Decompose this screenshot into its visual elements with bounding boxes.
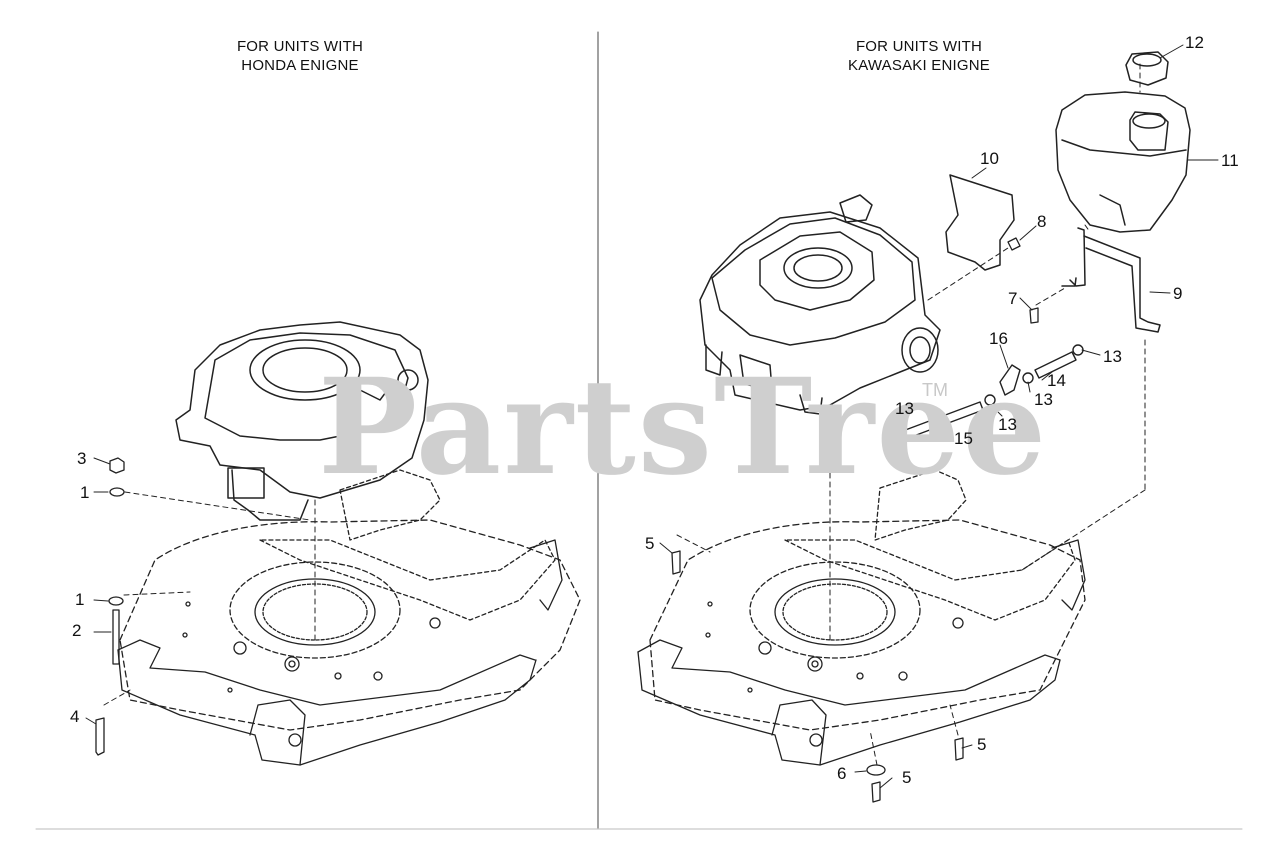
callout-4: 4	[70, 707, 80, 726]
callout-5-upper: 5	[645, 534, 655, 553]
callout-15: 15	[954, 429, 973, 448]
fuel-tank-assembly	[1055, 51, 1191, 233]
callout-13-center: 13	[998, 415, 1017, 434]
right-heading-line2: KAWASAKI ENIGNE	[848, 57, 990, 74]
callout-13-left: 13	[895, 399, 914, 418]
callout-16: 16	[989, 329, 1008, 348]
bracket-10	[945, 174, 1015, 271]
right-deck	[637, 469, 1086, 766]
honda-engine	[175, 321, 429, 521]
callout-1-upper: 1	[80, 483, 90, 502]
left-leader-lines	[103, 491, 316, 706]
bracket-9	[1061, 227, 1161, 333]
left-deck	[117, 469, 581, 766]
right-fasteners	[671, 237, 1039, 803]
left-heading-line2: HONDA ENIGNE	[241, 57, 359, 74]
callout-1-lower: 1	[75, 590, 85, 609]
callout-2: 2	[72, 621, 82, 640]
callout-3: 3	[77, 449, 87, 468]
callout-13-right: 13	[1103, 347, 1122, 366]
callout-5-bottom: 5	[902, 768, 912, 787]
left-heading-line1: FOR UNITS WITH	[236, 38, 364, 55]
callout-14: 14	[1047, 371, 1066, 390]
callout-11: 11	[1221, 151, 1239, 170]
callout-5-right: 5	[977, 735, 987, 754]
watermark-logo: PartsTree	[318, 350, 1049, 505]
callout-12: 12	[1185, 33, 1204, 52]
callout-6: 6	[837, 764, 847, 783]
callout-7: 7	[1008, 289, 1018, 308]
callout-pointers	[85, 44, 1219, 789]
right-heading-line1: FOR UNITS WITH	[855, 38, 983, 55]
watermark-trademark: TM	[922, 380, 948, 400]
callout-9: 9	[1173, 284, 1183, 303]
right-panel-heading: FOR UNITS WITH KAWASAKI ENIGNE	[789, 37, 1049, 75]
callout-13-middle: 13	[1034, 390, 1053, 409]
kawasaki-engine	[699, 194, 941, 415]
right-leader-lines	[676, 63, 1146, 766]
left-panel-heading: FOR UNITS WITH HONDA ENIGNE	[170, 37, 430, 75]
left-fasteners	[95, 457, 125, 756]
callout-10: 10	[980, 149, 999, 168]
callout-8: 8	[1037, 212, 1047, 231]
